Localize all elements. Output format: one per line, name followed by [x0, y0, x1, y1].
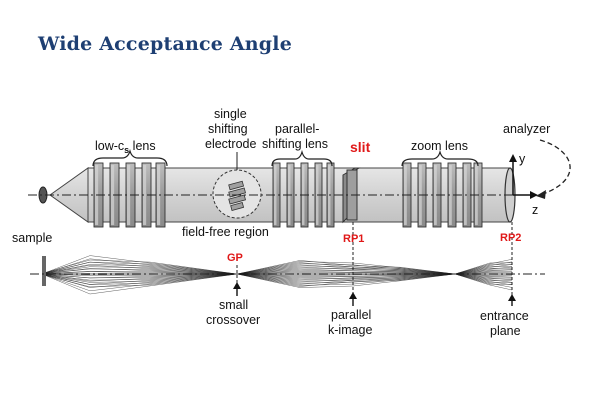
small-label: small: [219, 298, 248, 312]
k-image-label: k-image: [328, 323, 373, 337]
crossover-arrowhead: [233, 282, 241, 289]
crossover-label: crossover: [206, 313, 260, 327]
ray: [45, 268, 513, 275]
ray: [45, 273, 513, 291]
ray: [45, 273, 513, 276]
ray-bundle: [45, 255, 513, 295]
low-cs-lens-highlight: [143, 165, 147, 225]
ray: [45, 273, 513, 281]
analyzer-label: analyzer: [503, 122, 550, 136]
zoom-lens-highlight: [434, 165, 437, 225]
rp2-label: RP2: [500, 232, 521, 244]
y-arrowhead: [509, 154, 517, 162]
brace-parallel-shifting: [271, 149, 333, 167]
ray: [45, 259, 513, 275]
parallel-k-label: parallel: [331, 308, 371, 322]
sample-plate: [42, 256, 46, 286]
entrance-label: entrance: [480, 309, 529, 323]
ray: [45, 273, 513, 285]
zoom-lens-label: zoom lens: [411, 139, 468, 153]
z-arrowhead: [530, 191, 538, 199]
ray: [45, 264, 513, 275]
slit-label: slit: [350, 139, 371, 155]
ray: [45, 273, 513, 279]
electrode-icon: [228, 180, 246, 211]
ray: [45, 271, 513, 275]
low-cs-lens-label: low-cs lens: [95, 139, 156, 155]
y-axis-label: y: [519, 152, 526, 166]
low-cs-lens-highlight: [111, 165, 115, 225]
ray: [45, 258, 513, 275]
shifting-label: shifting: [208, 122, 248, 136]
entrance-arrowhead: [508, 294, 516, 301]
ray: [45, 273, 513, 279]
page-title: Wide Acceptance Angle: [38, 33, 292, 55]
ray: [45, 273, 513, 288]
ray: [45, 273, 513, 283]
ray: [45, 255, 513, 275]
analyzer-arrowhead: [536, 190, 546, 199]
low-cs-lens-highlight: [127, 165, 131, 225]
k-image-arrowhead: [349, 292, 357, 299]
electrode-label: electrode: [205, 137, 256, 151]
ray: [45, 273, 513, 288]
shifting-lens-label: shifting lens: [262, 137, 328, 151]
sample-label: sample: [12, 231, 52, 245]
ray: [45, 261, 513, 275]
ray: [45, 268, 513, 275]
brace-low-cs: [92, 148, 168, 167]
parallel-label: parallel-: [275, 122, 319, 136]
zoom-lens-highlight: [449, 165, 452, 225]
field-free-region-label: field-free region: [182, 225, 269, 239]
analyzer-path: [539, 139, 571, 196]
rp1-label: RP1: [343, 233, 364, 245]
ray: [45, 273, 513, 295]
plane-label: plane: [490, 324, 521, 338]
single-label: single: [214, 107, 247, 121]
z-axis-label: z: [532, 203, 538, 217]
ray: [45, 271, 513, 275]
parallel-shifting-lens-highlight: [274, 165, 277, 225]
ray: [45, 262, 513, 275]
ray: [45, 265, 513, 275]
low-cs-lens-highlight: [157, 165, 161, 225]
brace-zoom: [401, 149, 479, 167]
gp-label: GP: [227, 252, 243, 264]
